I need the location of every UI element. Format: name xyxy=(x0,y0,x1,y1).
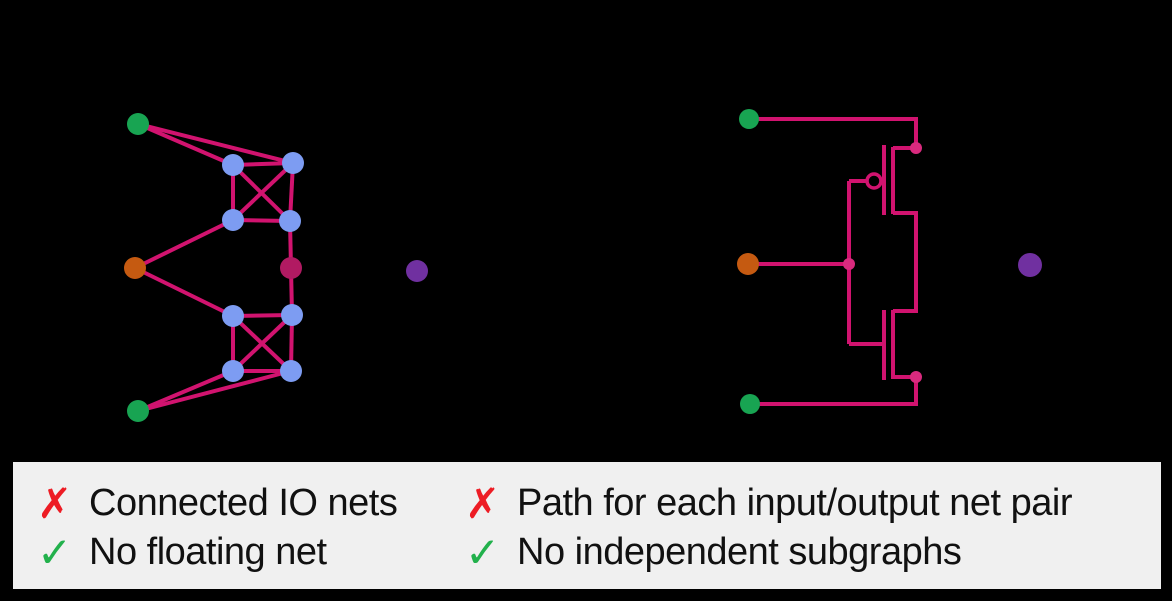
caption-label: Connected IO nets xyxy=(89,482,398,524)
graph-edge xyxy=(134,218,234,270)
net-node-output-floating xyxy=(406,260,428,282)
device-terminal-node xyxy=(222,154,244,176)
device-terminal-node xyxy=(222,360,244,382)
junction-dot xyxy=(910,142,922,154)
graph-edge xyxy=(134,266,234,318)
caption-label: Path for each input/output net pair xyxy=(517,482,1073,524)
caption-row-no-floating-net: ✓ No floating net xyxy=(37,528,397,577)
device-terminal-node xyxy=(280,360,302,382)
caption-box: ✗ Connected IO nets ✓ No floating net ✗ … xyxy=(13,462,1161,589)
device-terminal-node xyxy=(279,210,301,232)
net-node-input-bottom xyxy=(127,400,149,422)
circuit-node-output xyxy=(1018,253,1042,277)
device-terminal-node xyxy=(282,152,304,174)
caption-label: No independent subgraphs xyxy=(517,531,962,573)
device-terminal-node xyxy=(281,304,303,326)
caption-label: No floating net xyxy=(89,531,327,573)
net-node-input-top xyxy=(127,113,149,135)
device-terminal-node xyxy=(222,209,244,231)
junction-dot xyxy=(910,371,922,383)
caption-row-connected-io-nets: ✗ Connected IO nets xyxy=(37,478,398,528)
check-icon: ✓ xyxy=(37,527,73,577)
graph-edge xyxy=(137,369,234,413)
gnd-feed-wire xyxy=(750,377,918,406)
graph-edge xyxy=(231,161,295,222)
junction-dot xyxy=(843,258,855,270)
pmos-gate-bubble-icon xyxy=(865,172,883,190)
check-icon: ✓ xyxy=(465,527,501,577)
device-terminal-node xyxy=(222,305,244,327)
circuit-node-vdd xyxy=(739,109,759,129)
graph-edge xyxy=(231,313,294,373)
vdd-feed-wire xyxy=(749,117,918,148)
caption-row-path-per-io-pair: ✗ Path for each input/output net pair xyxy=(465,478,1073,528)
net-node-internal xyxy=(280,257,302,279)
caption-column-left: ✗ Connected IO nets ✓ No floating net xyxy=(37,478,398,577)
cross-icon: ✗ xyxy=(37,478,73,528)
graph-edge xyxy=(137,122,234,167)
caption-column-right: ✗ Path for each input/output net pair ✓ … xyxy=(465,478,1073,577)
caption-row-no-independent-subgraphs: ✓ No independent subgraphs xyxy=(465,528,1072,577)
graph-edge xyxy=(137,122,294,165)
graph-edge xyxy=(137,369,292,413)
cross-icon: ✗ xyxy=(465,478,501,528)
net-node-input-mid xyxy=(124,257,146,279)
circuit-node-input xyxy=(737,253,759,275)
circuit-node-gnd xyxy=(740,394,760,414)
